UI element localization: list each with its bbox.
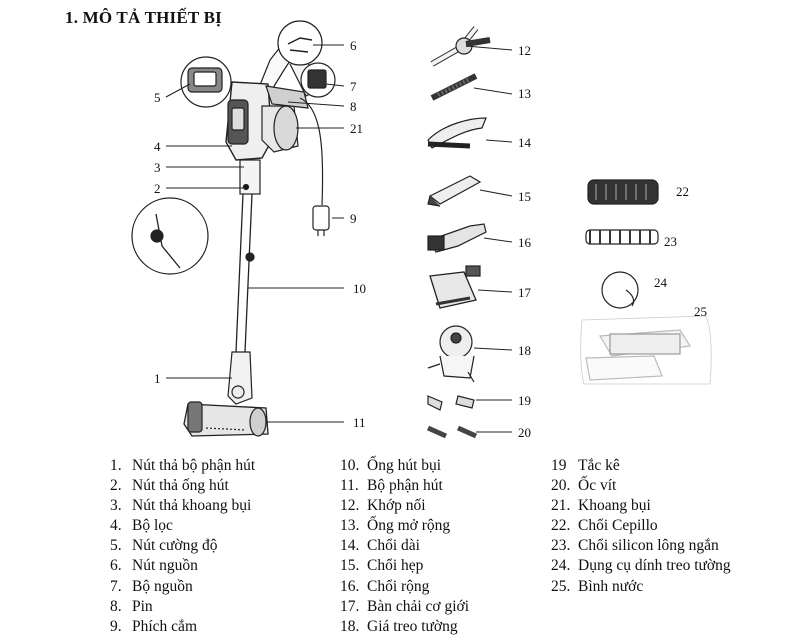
callout-2: 2 — [154, 181, 161, 196]
list-item: 12.Khớp nối — [340, 497, 426, 515]
callout-1: 1 — [154, 371, 161, 386]
callout-11: 11 — [353, 415, 366, 430]
parts-list-column-2: 10.Ống hút bụi 11.Bộ phận hút 12.Khớp nố… — [340, 456, 469, 637]
list-item: 3.Nút thả khoang bụi — [110, 497, 252, 515]
list-item: 7.Bộ nguồn — [110, 577, 193, 595]
list-item: 25.Bình nước — [551, 577, 644, 595]
callout-5: 5 — [154, 90, 161, 105]
list-item: 1.Nút thả bộ phận hút — [110, 457, 256, 474]
callout-13: 13 — [518, 86, 531, 101]
list-item: 5.Nút cường độ — [110, 537, 218, 555]
callout-7: 7 — [350, 79, 357, 94]
list-item: 8.Pin — [110, 597, 153, 615]
callout-3: 3 — [154, 160, 161, 175]
callout-23: 23 — [664, 234, 677, 249]
list-item: 9.Phích cắm — [110, 617, 197, 635]
callout-21: 21 — [350, 121, 363, 136]
callout-20: 20 — [518, 425, 531, 440]
device-diagram: 6 5 7 8 21 4 3 2 9 10 1 11 12 13 14 15 1… — [131, 20, 712, 440]
list-item: 13.Ống mở rộng — [340, 517, 451, 535]
list-item: 24.Dụng cụ dính treo tường — [551, 557, 731, 575]
list-item: 22.Chổi Cepillo — [551, 517, 658, 535]
list-item: 17.Bàn chải cơ giới — [340, 597, 470, 615]
callout-10: 10 — [353, 281, 366, 296]
vacuum-illustration — [131, 20, 336, 437]
callout-9: 9 — [350, 211, 357, 226]
callout-24: 24 — [654, 275, 668, 290]
callout-19: 19 — [518, 393, 531, 408]
parts-list-column-1: 1.Nút thả bộ phận hút 2.Nút thả ống hút … — [110, 456, 255, 637]
list-item: 4.Bộ lọc — [110, 517, 173, 535]
callout-16: 16 — [518, 235, 532, 250]
callout-22: 22 — [676, 184, 689, 199]
callout-12: 12 — [518, 43, 531, 58]
list-item: 20.Ốc vít — [551, 477, 617, 495]
callout-6: 6 — [350, 38, 357, 53]
callout-25: 25 — [694, 304, 707, 319]
callout-4: 4 — [154, 139, 161, 154]
list-item: 11.Bộ phận hút — [340, 477, 443, 495]
list-item: 15.Chổi hẹp — [340, 557, 424, 575]
callout-numbers: 6 5 7 8 21 4 3 2 9 10 1 11 12 13 14 15 1… — [154, 38, 707, 440]
list-item: 18.Giá treo tường — [340, 617, 458, 635]
list-item: 2.Nút thả ống hút — [110, 477, 229, 495]
callout-18: 18 — [518, 343, 531, 358]
list-item: 6.Nút nguồn — [110, 557, 198, 575]
list-item: 14.Chổi dài — [340, 537, 420, 555]
page-heading: 1. MÔ TẢ THIẾT BỊ — [65, 8, 222, 27]
list-item: 10.Ống hút bụi — [340, 457, 442, 474]
callout-8: 8 — [350, 99, 357, 114]
callout-17: 17 — [518, 285, 532, 300]
list-item: 16.Chổi rộng — [340, 577, 430, 595]
callout-15: 15 — [518, 189, 531, 204]
callout-14: 14 — [518, 135, 532, 150]
list-item: 21.Khoang bụi — [551, 497, 651, 515]
accessory-illustrations — [426, 26, 712, 439]
list-item: 23.Chổi silicon lông ngắn — [551, 537, 719, 555]
